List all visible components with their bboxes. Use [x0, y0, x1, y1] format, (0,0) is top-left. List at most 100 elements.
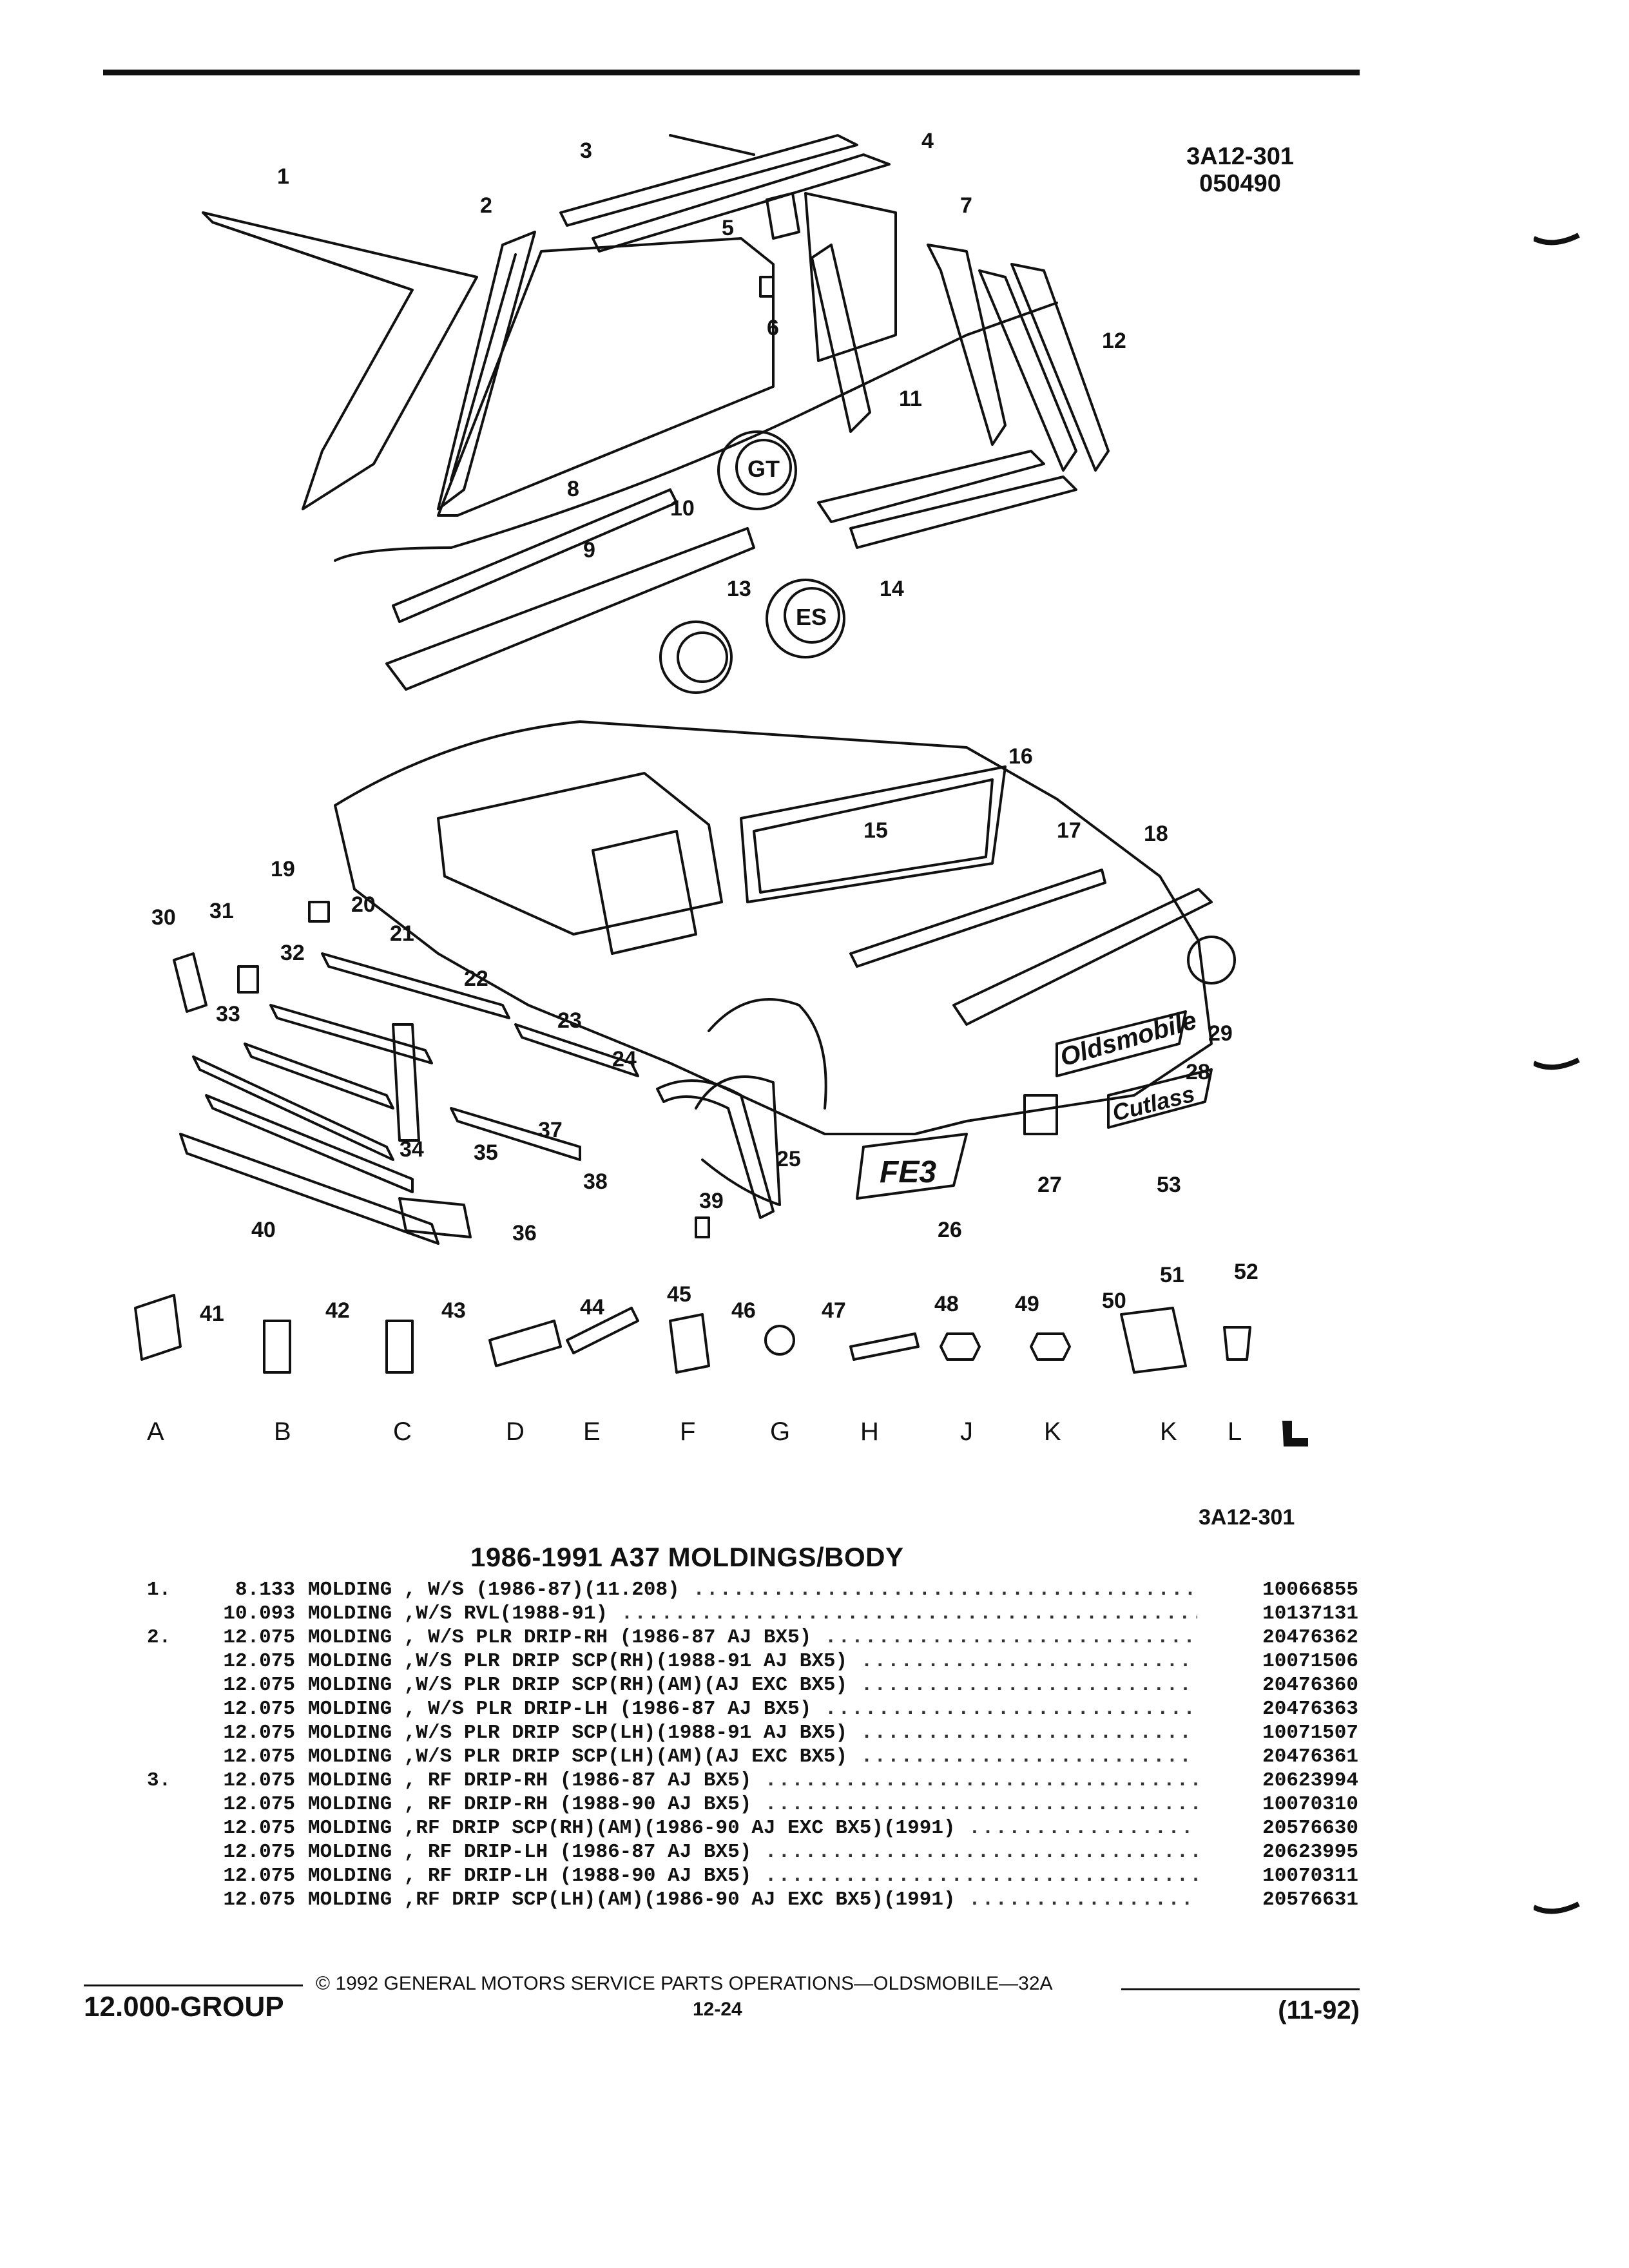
- callout: 36: [512, 1221, 537, 1245]
- illustration-code-block: 3A12-301 050490: [1186, 143, 1294, 197]
- item-part-number: 20476360: [1262, 1674, 1358, 1696]
- callout: 12: [1102, 329, 1126, 353]
- item-catalog-number: 12.075: [223, 1793, 295, 1816]
- item-description-cell: MOLDING , W/S (1986-87)(11.208) ........…: [308, 1579, 1197, 1601]
- item-description-cell: MOLDING ,W/S PLR DRIP SCP(RH)(AM)(AJ EXC…: [308, 1674, 1197, 1696]
- footer-rule-left: [84, 1984, 303, 1986]
- deck-spoiler-17-shape: [849, 869, 1106, 968]
- deck-spoiler-18-shape: [952, 888, 1213, 1026]
- callout: 9: [583, 538, 595, 562]
- item-catalog-number: 12.075: [223, 1888, 295, 1911]
- fe3-badge-text: FE3: [880, 1155, 936, 1189]
- item-part-number: 10137131: [1262, 1602, 1358, 1625]
- callout: 20: [351, 892, 376, 917]
- callout: 48: [934, 1292, 959, 1316]
- top-rule: [103, 70, 1360, 75]
- leader-dots: ........................................…: [764, 1841, 1197, 1863]
- item-catalog-number: 10.093: [223, 1602, 295, 1625]
- figure-code: 3A12-301: [1199, 1505, 1295, 1530]
- fastener-letter: J: [960, 1418, 973, 1446]
- callout: 26: [938, 1218, 962, 1242]
- belt-molding-9-shape: [385, 527, 755, 691]
- item-description: MOLDING ,RF DRIP SCP(LH)(AM)(1986-90 AJ …: [308, 1888, 956, 1911]
- leader-dots: ........................................…: [764, 1793, 1197, 1816]
- fastener-letter-row: A B C D E F G H J K K L: [147, 1418, 1242, 1446]
- item-description-cell: MOLDING ,W/S PLR DRIP SCP(LH)(1988-91 AJ…: [308, 1722, 1197, 1744]
- item-description-cell: MOLDING ,W/S RVL(1988-91) ..............…: [308, 1602, 1197, 1625]
- fastener-letter: K: [1044, 1418, 1061, 1446]
- callout: 29: [1208, 1021, 1233, 1046]
- item-catalog-number: 12.075: [223, 1698, 295, 1720]
- clip-5-shape: [766, 192, 800, 240]
- callout: 53: [1157, 1173, 1181, 1197]
- callout: 37: [538, 1118, 563, 1142]
- callout: 43: [441, 1298, 466, 1323]
- page-edge-marks: [1534, 233, 1580, 1914]
- fastener-letter: D: [506, 1418, 525, 1446]
- group-number: 12.000-GROUP: [84, 1991, 284, 2023]
- oldsmobile-badge-text: Oldsmobile: [1057, 1006, 1200, 1072]
- callout: 51: [1160, 1263, 1184, 1287]
- item-description-cell: MOLDING , RF DRIP-LH (1988-90 AJ BX5) ..…: [308, 1865, 1197, 1887]
- callout: 32: [280, 941, 305, 965]
- fastener-b-shape: [263, 1320, 291, 1374]
- callout: 19: [271, 857, 295, 881]
- fastener-c-shape: [385, 1320, 414, 1374]
- rocket-emblem-shape: [1023, 1094, 1058, 1135]
- callout: 15: [863, 818, 888, 843]
- item-part-number: 20623994: [1262, 1769, 1358, 1792]
- callout: 24: [612, 1047, 637, 1072]
- callout: 40: [251, 1218, 276, 1242]
- item-description: MOLDING , RF DRIP-LH (1986-87 AJ BX5): [308, 1841, 752, 1863]
- item-catalog-number: 12.075: [223, 1817, 295, 1840]
- item-description: MOLDING , W/S (1986-87)(11.208): [308, 1579, 680, 1601]
- item-description: MOLDING ,W/S PLR DRIP SCP(RH)(AM)(AJ EXC…: [308, 1674, 848, 1696]
- callout: 30: [151, 905, 176, 930]
- item-description-cell: MOLDING , W/S PLR DRIP-LH (1986-87 AJ BX…: [308, 1698, 1197, 1720]
- leader-dots: ........................................…: [860, 1650, 1197, 1673]
- leader-dots: ........................................…: [764, 1769, 1197, 1792]
- item-description: MOLDING ,W/S PLR DRIP SCP(LH)(AM)(AJ EXC…: [308, 1745, 848, 1768]
- item-description-cell: MOLDING ,W/S PLR DRIP SCP(RH)(1988-91 AJ…: [308, 1650, 1197, 1673]
- fastener-letter: B: [274, 1418, 291, 1446]
- callout: 33: [216, 1002, 240, 1026]
- callout: 18: [1144, 822, 1168, 846]
- callout: 49: [1015, 1292, 1039, 1316]
- copyright-notice: © 1992 GENERAL MOTORS SERVICE PARTS OPER…: [316, 1973, 1053, 1994]
- illustration-date-code: 050490: [1199, 170, 1281, 197]
- es-badge-text: ES: [796, 604, 827, 630]
- leader-dots: ........................................…: [693, 1579, 1197, 1601]
- parts-row: 12.075 MOLDING , RF DRIP-LH (1988-90 AJ B…: [147, 1865, 1358, 1888]
- item-part-number: 20576630: [1262, 1817, 1358, 1840]
- item-description: MOLDING ,RF DRIP SCP(RH)(AM)(1986-90 AJ …: [308, 1817, 956, 1840]
- callout: 4: [921, 129, 934, 153]
- callout: 5: [722, 216, 734, 240]
- item-part-number: 20476362: [1262, 1626, 1358, 1649]
- callout: 35: [474, 1140, 498, 1165]
- item-part-number: 10071507: [1262, 1722, 1358, 1744]
- oldsmobile-script-shape: [1055, 1010, 1187, 1077]
- rocker-molding-40-shape: [179, 1133, 439, 1245]
- callout: 25: [776, 1147, 801, 1171]
- item-catalog-number: 8.133: [235, 1579, 295, 1601]
- callout: 23: [557, 1008, 582, 1033]
- fastener-letter: K: [1160, 1418, 1177, 1446]
- fastener-letter: A: [147, 1418, 164, 1446]
- item-catalog-number: 12.075: [223, 1865, 295, 1887]
- fastener-l-shape: [1223, 1326, 1251, 1361]
- leader-dots: ........................................…: [860, 1722, 1197, 1744]
- callout: 1: [277, 164, 289, 189]
- item-catalog-number: 12.075: [223, 1769, 295, 1792]
- badge-lettering: GT ES Oldsmobile Cutlass FE3: [747, 456, 1200, 1189]
- callout: 27: [1037, 1173, 1062, 1197]
- item-description-cell: MOLDING , W/S PLR DRIP-RH (1986-87 AJ BX…: [308, 1626, 1197, 1649]
- callout: 31: [209, 899, 234, 923]
- item-part-number: 10066855: [1262, 1579, 1358, 1601]
- fastener-f-shape: [669, 1313, 710, 1374]
- fastener-a-shape: [134, 1294, 182, 1361]
- callout: 21: [390, 921, 414, 946]
- es-emblem-shape: [766, 579, 845, 658]
